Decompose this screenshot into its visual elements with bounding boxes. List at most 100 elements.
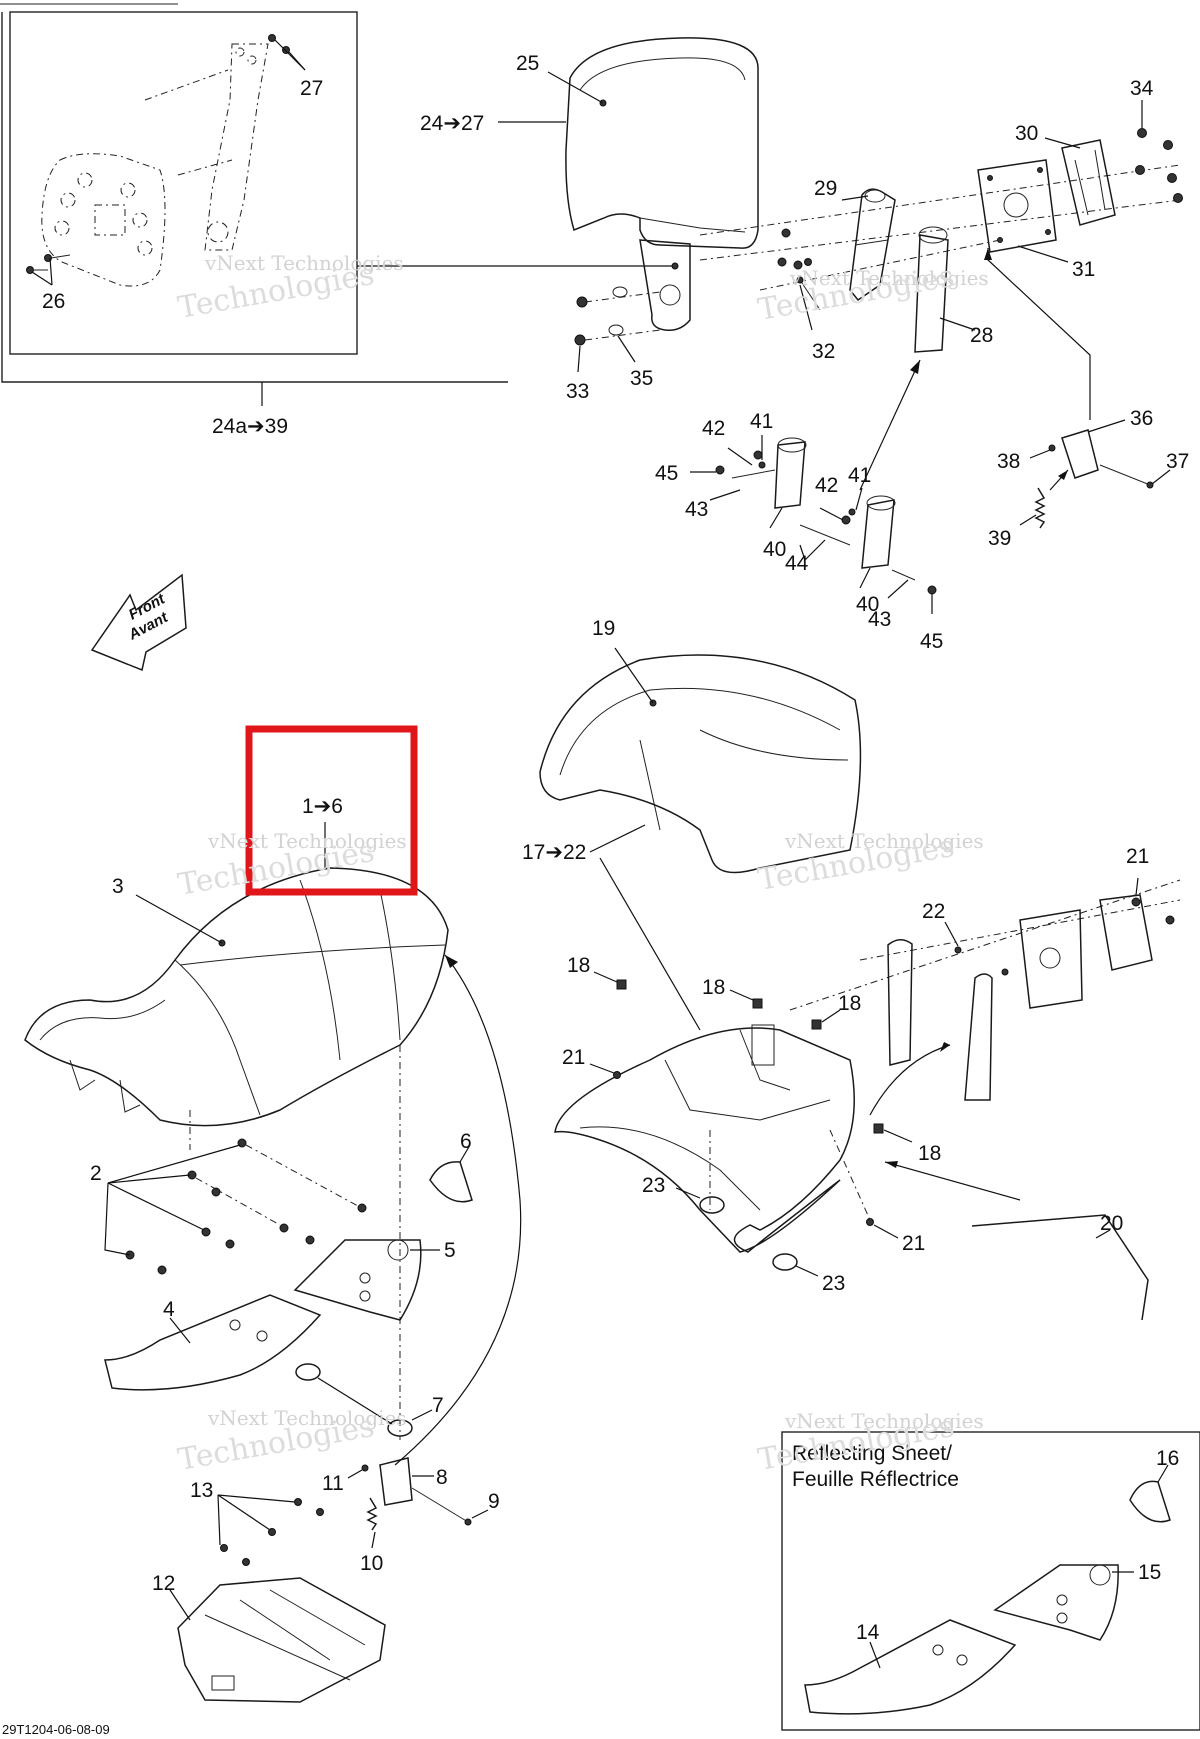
watermark-text: vNext Technologies xyxy=(784,1409,984,1433)
callout-44: 44 xyxy=(785,552,809,575)
callout-39: 39 xyxy=(988,527,1011,550)
callout-36: 36 xyxy=(1130,407,1153,430)
callout-32: 32 xyxy=(812,340,835,363)
watermark-text: vNext Technologies xyxy=(789,266,989,290)
callout-5: 5 xyxy=(444,1239,456,1262)
backrest-stem xyxy=(639,239,691,332)
latch-assembly: 36 37 38 39 xyxy=(984,248,1189,550)
callout-27: 27 xyxy=(300,77,323,100)
seat-latch-8-11: 8 11 9 10 xyxy=(322,954,522,1575)
drawing-code: 29T1204-06-08-09 xyxy=(2,1722,110,1737)
callout-37: 37 xyxy=(1166,450,1189,473)
callout-15: 15 xyxy=(1138,1561,1161,1584)
callout-12: 12 xyxy=(152,1572,175,1595)
callout-40-upper: 40 xyxy=(763,538,786,561)
callout-25: 25 xyxy=(516,52,539,75)
callout-22: 22 xyxy=(922,900,945,923)
callout-23-a: 23 xyxy=(642,1174,665,1197)
callout-34: 34 xyxy=(1130,77,1154,100)
reflect-note-en: Reflecting Sheet/ xyxy=(792,1442,952,1465)
callout-2: 2 xyxy=(90,1162,102,1185)
watermark-text: vNext Technologies xyxy=(204,251,404,275)
callout-24a-39: 24a➔39 xyxy=(212,415,288,438)
front-direction-arrow: Front Avant xyxy=(90,573,187,672)
callout-8: 8 xyxy=(436,1466,448,1489)
callout-43-upper: 43 xyxy=(685,498,708,521)
callout-42-lower: 42 xyxy=(815,474,838,497)
passenger-hinge: 21 22 xyxy=(789,845,1181,1116)
callout-20: 20 xyxy=(1100,1212,1123,1235)
callout-11: 11 xyxy=(322,1472,344,1495)
guide-tube-lower xyxy=(861,499,895,569)
inset-backing-plate xyxy=(41,153,166,287)
callout-6: 6 xyxy=(460,1130,472,1153)
callout-21-c: 21 xyxy=(902,1232,925,1255)
callout-17-22: 17➔22 xyxy=(522,841,586,864)
bumper-group: 2 xyxy=(90,1138,367,1275)
callout-26: 26 xyxy=(42,290,65,313)
main-seat: 3 xyxy=(24,867,449,1440)
passenger-seat: 19 17➔22 xyxy=(522,617,862,1031)
callout-13: 13 xyxy=(190,1479,213,1502)
callout-33: 33 xyxy=(566,380,589,403)
callout-18-d: 18 xyxy=(918,1142,941,1165)
base-plate-12: 13 12 xyxy=(152,1479,386,1703)
reflect-note-fr: Feuille Réflectrice xyxy=(792,1468,959,1491)
watermark-text: vNext Technologies xyxy=(207,829,407,853)
callout-21-a: 21 xyxy=(1126,845,1149,868)
part-6: 6 xyxy=(429,1130,473,1203)
callout-16: 16 xyxy=(1156,1447,1179,1470)
callout-24-27: 24➔27 xyxy=(420,112,484,135)
callout-29: 29 xyxy=(814,177,837,200)
hinge-bracket xyxy=(1061,139,1116,226)
callout-45-lower: 45 xyxy=(920,630,943,653)
watermark-text: vNext Technologies xyxy=(207,1406,407,1430)
passenger-base-fasteners: 18 18 18 18 21 21 23 23 xyxy=(562,954,941,1295)
passenger-base xyxy=(554,1024,871,1253)
slide-tube xyxy=(914,234,949,353)
callout-19: 19 xyxy=(592,617,615,640)
callout-14: 14 xyxy=(856,1621,880,1644)
inset-backrest-kit: 27 26 24a➔39 xyxy=(0,3,675,438)
backrest-assembly: 25 24➔27 xyxy=(420,37,759,332)
callout-21-b: 21 xyxy=(562,1046,585,1069)
callout-23-b: 23 xyxy=(822,1272,845,1295)
callout-38: 38 xyxy=(997,450,1020,473)
callout-42-upper: 42 xyxy=(702,417,725,440)
callout-35: 35 xyxy=(630,367,653,390)
callout-1-6: 1➔6 xyxy=(302,795,343,818)
inset-screw xyxy=(268,34,306,71)
latch-bracket xyxy=(1061,429,1099,479)
callout-31: 31 xyxy=(1072,258,1095,281)
callout-18-c: 18 xyxy=(838,992,861,1015)
callout-45-upper: 45 xyxy=(655,462,678,485)
callout-41-upper: 41 xyxy=(750,410,773,433)
reflect-plate-4: 4 xyxy=(104,1294,322,1391)
inset-screw xyxy=(26,254,71,286)
callout-28: 28 xyxy=(970,324,993,347)
callout-9: 9 xyxy=(488,1490,500,1513)
latch-spring xyxy=(1034,487,1046,529)
guide-tube-assembly: 42 41 45 43 40 42 41 44 40 43 45 xyxy=(655,410,943,653)
backrest-fasteners: 33 35 xyxy=(566,286,661,403)
reflect-plate-5: 5 xyxy=(293,1239,456,1321)
inset-reflecting-sheet: Reflecting Sheet/ Feuille Réflectrice 16… xyxy=(781,1431,1200,1731)
backrest-hinge-mechanism: 29 28 31 30 34 xyxy=(699,77,1183,491)
highlight-box-1-6: 1➔6 xyxy=(245,725,418,896)
highlight-frame xyxy=(245,725,418,896)
callout-18-b: 18 xyxy=(702,976,725,999)
callout-10: 10 xyxy=(360,1552,383,1575)
inset-bracket xyxy=(144,43,269,251)
callout-4: 4 xyxy=(163,1298,175,1321)
callout-18-a: 18 xyxy=(567,954,590,977)
backrest-pad xyxy=(565,37,759,249)
grommet-7: 7 xyxy=(295,1363,444,1437)
guide-tube-upper xyxy=(774,441,806,509)
callout-40-lower: 40 xyxy=(856,593,879,616)
callout-30: 30 xyxy=(1015,122,1038,145)
callout-41-lower: 41 xyxy=(848,464,871,487)
callout-3: 3 xyxy=(112,875,124,898)
rod-20: 20 xyxy=(884,1161,1149,1321)
callout-7: 7 xyxy=(432,1394,444,1417)
